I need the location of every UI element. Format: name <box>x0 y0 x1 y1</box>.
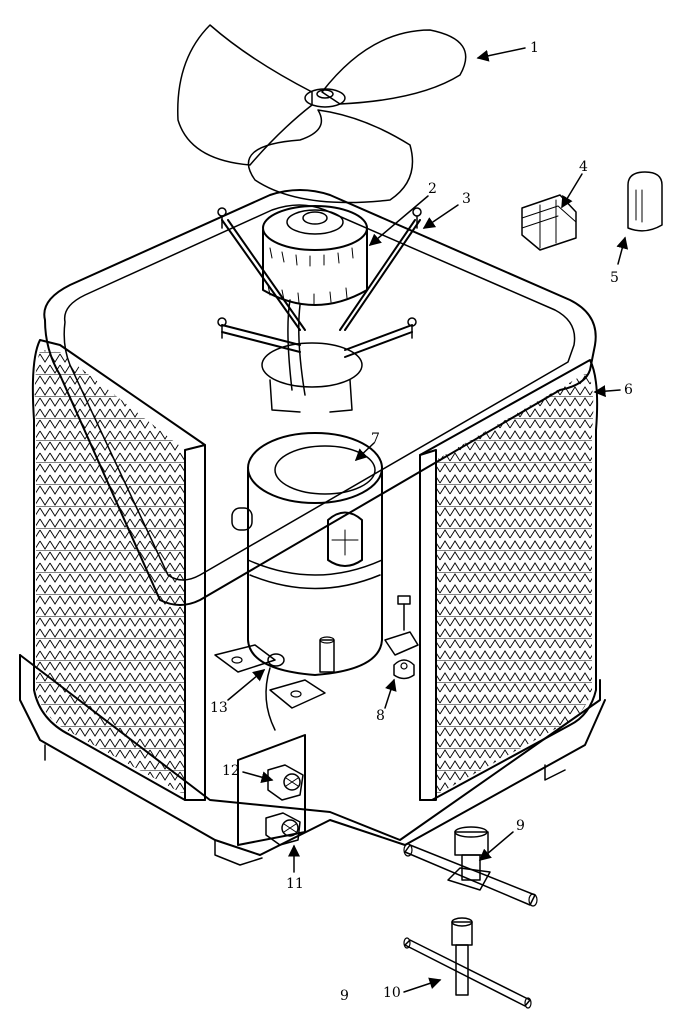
callout-11: 11 <box>286 876 304 892</box>
fan-blade <box>177 24 467 204</box>
capacitor <box>627 171 663 232</box>
callout-1: 1 <box>530 40 539 56</box>
callout-3: 3 <box>462 191 471 207</box>
service-valve-panel <box>237 734 306 846</box>
callout-13: 13 <box>210 700 228 716</box>
left-condenser-coil <box>31 339 206 801</box>
valve-key-10 <box>403 917 532 1009</box>
callout-2: 2 <box>428 181 437 197</box>
fan-motor <box>262 205 368 396</box>
service-valve-12 <box>267 764 304 801</box>
callout-9-lower: 9 <box>340 988 349 1004</box>
valve-key-9 <box>403 826 538 907</box>
callout-8: 8 <box>376 708 385 724</box>
callout-4: 4 <box>579 159 588 175</box>
right-condenser-coil <box>419 359 599 801</box>
callout-7: 7 <box>371 431 380 447</box>
mounting-bolt-grommet <box>393 595 415 680</box>
leader-arrows <box>227 47 629 993</box>
compressor <box>214 432 419 731</box>
fan-motor-bracket <box>217 207 422 413</box>
callout-5: 5 <box>610 270 619 286</box>
callout-12: 12 <box>222 763 240 779</box>
callout-10: 10 <box>383 985 401 1001</box>
service-valve-11 <box>265 812 301 846</box>
callout-labels: 1 2 3 4 5 6 7 8 9 9 10 11 12 13 <box>210 40 633 1004</box>
callout-9-upper: 9 <box>516 818 525 834</box>
callout-6: 6 <box>624 382 633 398</box>
contactor <box>521 194 577 251</box>
